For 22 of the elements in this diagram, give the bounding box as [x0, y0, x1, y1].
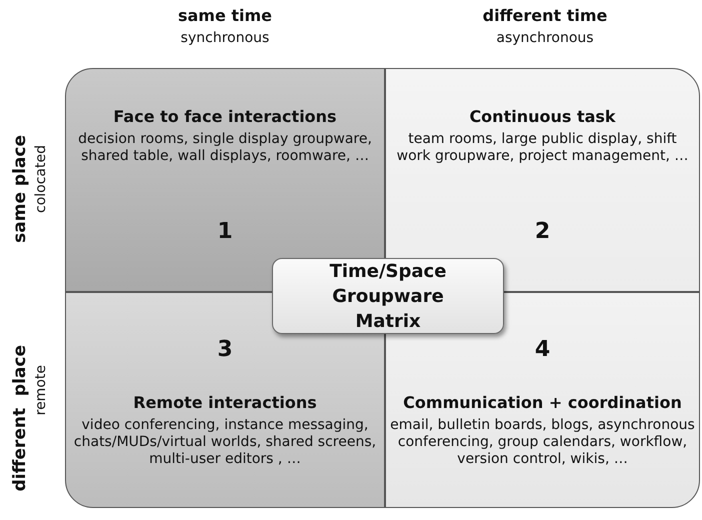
quadrant-heading: Communication + coordination: [402, 393, 683, 412]
quadrant-heading: Remote interactions: [132, 393, 318, 412]
matrix-title: Time/Space Groupware Matrix: [328, 260, 448, 334]
column-subheading: asynchronous: [495, 30, 595, 46]
quadrant-description: decision rooms, single display groupware, shared table, wall displays, roomware, …: [77, 131, 373, 165]
quadrant-number: 4: [534, 337, 552, 362]
quadrant-description: video conferencing, instance messaging, chats/MUDs/virtual worlds, shared screens, multi-user editors , …: [72, 417, 378, 468]
quadrant-number: 2: [534, 219, 552, 244]
row-heading: same place: [10, 135, 30, 243]
center-label-box: [272, 258, 504, 334]
row-heading: different place: [10, 345, 30, 492]
quadrant-heading: Continuous task: [468, 107, 617, 126]
quadrant-description: email, bulletin boards, blogs, asynchronous conferencing, group calendars, workflow, version control, wikis, …: [390, 417, 695, 468]
quadrant-heading: Face to face interactions: [112, 107, 338, 126]
column-heading: same time: [176, 6, 274, 25]
row-subheading: colocated: [33, 145, 49, 213]
quadrant-number: 3: [216, 337, 234, 362]
quadrant-description: team rooms, large public display, shift work groupware, project management, …: [396, 131, 690, 165]
column-heading: different time: [482, 6, 608, 25]
quadrant-number: 1: [216, 219, 234, 244]
row-subheading: remote: [33, 365, 49, 416]
column-subheading: synchronous: [180, 30, 270, 46]
